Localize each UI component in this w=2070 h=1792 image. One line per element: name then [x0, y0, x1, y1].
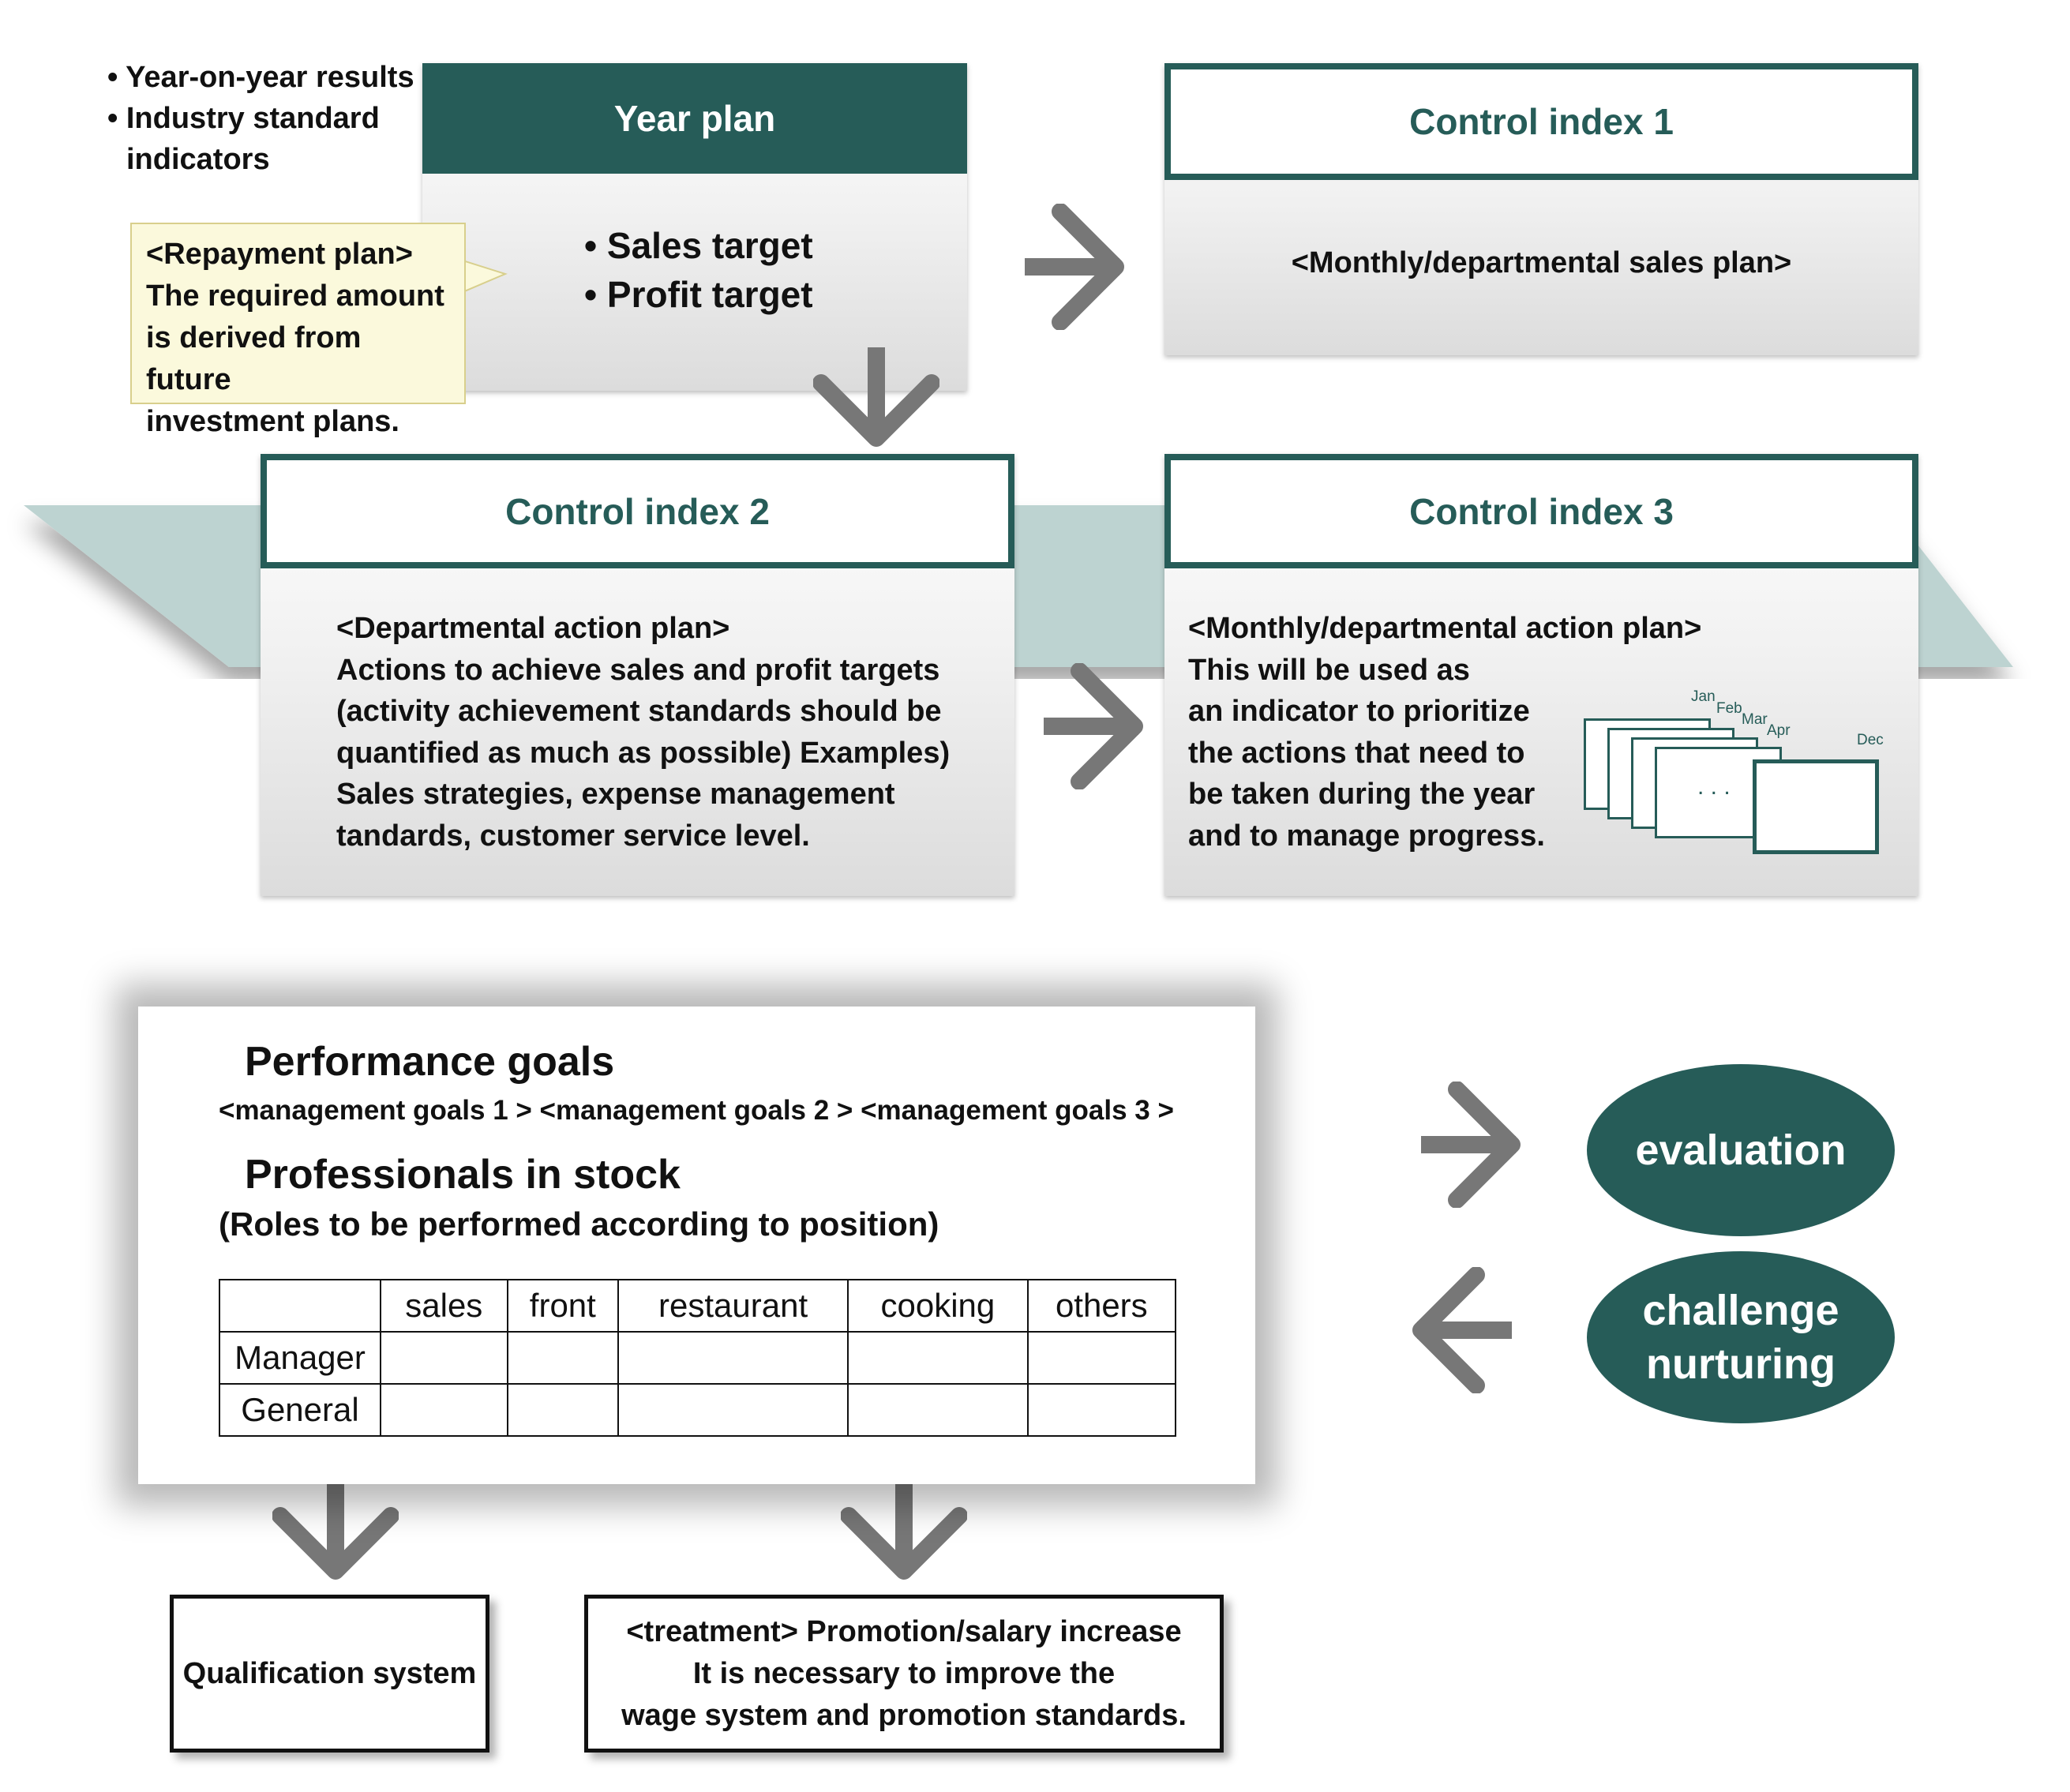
table-header-row: sales front restaurant cooking others: [219, 1279, 1177, 1333]
control-index-2-header: Control index 2: [261, 454, 1014, 568]
c3-line-1: <Monthly/departmental action plan>: [1188, 612, 1702, 645]
control-index-3-text: <Monthly/departmental action plan> This …: [1188, 608, 1701, 857]
arrow-left-icon: [1412, 1267, 1512, 1393]
control-index-3-title: Control index 3: [1409, 490, 1674, 532]
c3-line-2: This will be used as: [1188, 653, 1470, 687]
control-index-2-title: Control index 2: [505, 490, 770, 532]
callout-title: <Repayment plan>: [146, 238, 413, 271]
table-cell: [847, 1331, 1029, 1385]
callout-line-2: is derived from future: [146, 321, 362, 396]
year-plan-panel: Year plan • Sales target • Profit target: [422, 63, 967, 391]
context-notes: • Year-on-year results • Industry standa…: [107, 57, 414, 180]
row-general: General: [219, 1383, 381, 1437]
arrow-right-icon: [1421, 1082, 1521, 1208]
table-cell: [617, 1383, 849, 1437]
roles-table: sales front restaurant cooking others Ma…: [219, 1279, 1177, 1437]
arrow-down-icon: [841, 1480, 967, 1580]
control-index-2-text: <Departmental action plan> Actions to ac…: [336, 608, 950, 857]
sales-target-item: • Sales target: [584, 225, 813, 266]
professionals-title: Professionals in stock: [245, 1152, 681, 1198]
c2-line-1: <Departmental action plan>: [336, 612, 730, 645]
table-row: Manager: [219, 1331, 1177, 1385]
challenge-ellipse: challenge nurturing: [1587, 1251, 1895, 1423]
table-cell: [1026, 1331, 1177, 1385]
year-plan-title: Year plan: [613, 98, 776, 139]
page-dots: . . .: [1697, 774, 1731, 800]
c2-line-6: tandards, customer service level.: [336, 819, 810, 853]
label-mar: Mar: [1742, 711, 1768, 728]
c2-line-5: Sales strategies, expense management: [336, 778, 895, 811]
control-index-1-text: <Monthly/departmental sales plan>: [1291, 246, 1792, 279]
callout-line-1: The required amount: [146, 279, 444, 313]
challenge-label: challenge: [1642, 1287, 1839, 1334]
control-index-3-header: Control index 3: [1164, 454, 1918, 568]
table-cell: [1026, 1383, 1177, 1437]
row-manager: Manager: [219, 1331, 381, 1385]
qualification-system-box: Qualification system: [170, 1595, 489, 1753]
table-cell: [506, 1383, 620, 1437]
evaluation-ellipse: evaluation: [1587, 1064, 1895, 1236]
page-dec: [1753, 759, 1879, 854]
treatment-line-2: It is necessary to improve the: [692, 1656, 1116, 1690]
note-indicators: indicators: [126, 143, 270, 176]
treatment-line-3: wage system and promotion standards.: [621, 1698, 1187, 1732]
performance-goals-box: Performance goals <management goals 1 > …: [138, 1007, 1255, 1484]
monthly-pages-icon: . . . Jan Feb Mar Apr Dec: [1579, 687, 1895, 854]
management-goals: <management goals 1 > <management goals …: [219, 1095, 1174, 1126]
col-restaurant: restaurant: [617, 1279, 849, 1333]
control-index-1-header: Control index 1: [1164, 63, 1918, 180]
col-cooking: cooking: [847, 1279, 1029, 1333]
table-cell: [506, 1331, 620, 1385]
col-sales: sales: [380, 1279, 508, 1333]
label-dec: Dec: [1857, 732, 1884, 748]
table-cell: [380, 1331, 508, 1385]
arrow-down-icon: [813, 347, 939, 447]
c2-line-2: Actions to achieve sales and profit targ…: [336, 653, 940, 687]
col-others: others: [1026, 1279, 1177, 1333]
year-plan-items: • Sales target • Profit target: [584, 221, 813, 319]
c3-line-5: be taken during the year: [1188, 778, 1536, 811]
callout-line-3: investment plans.: [146, 405, 399, 438]
arrow-right-icon: [1044, 663, 1143, 789]
col-front: front: [506, 1279, 620, 1333]
label-apr: Apr: [1767, 722, 1791, 739]
treatment-box: <treatment> Promotion/salary increase It…: [584, 1595, 1224, 1753]
note-industry: • Industry standard: [107, 102, 380, 135]
qualification-label: Qualification system: [182, 1656, 477, 1690]
table-corner-cell: [219, 1279, 381, 1333]
professionals-subtitle: (Roles to be performed according to posi…: [219, 1205, 939, 1243]
c2-line-4: quantified as much as possible) Examples…: [336, 736, 951, 770]
label-jan: Jan: [1691, 688, 1716, 705]
label-feb: Feb: [1716, 700, 1742, 717]
c3-line-3: an indicator to prioritize: [1188, 695, 1530, 728]
c3-line-6: and to manage progress.: [1188, 819, 1545, 853]
nurturing-label: nurturing: [1646, 1340, 1836, 1388]
repayment-callout: <Repayment plan> The required amount is …: [130, 223, 466, 438]
table-cell: [847, 1383, 1029, 1437]
table-row: General: [219, 1383, 1177, 1437]
year-plan-header: Year plan: [422, 63, 967, 174]
note-yoy: • Year-on-year results: [107, 61, 414, 94]
evaluation-label: evaluation: [1635, 1127, 1847, 1174]
c3-line-4: the actions that need to: [1188, 736, 1525, 770]
treatment-line-1: <treatment> Promotion/salary increase: [626, 1614, 1182, 1648]
arrow-down-icon: [272, 1480, 399, 1580]
control-index-1-title: Control index 1: [1409, 101, 1674, 142]
c2-line-3: (activity achievement standards should b…: [336, 695, 942, 728]
performance-goals-title: Performance goals: [245, 1039, 615, 1085]
profit-target-item: • Profit target: [584, 274, 813, 315]
arrow-right-icon: [1025, 204, 1124, 330]
table-cell: [380, 1383, 508, 1437]
table-cell: [617, 1331, 849, 1385]
callout-pointer: [463, 261, 508, 294]
